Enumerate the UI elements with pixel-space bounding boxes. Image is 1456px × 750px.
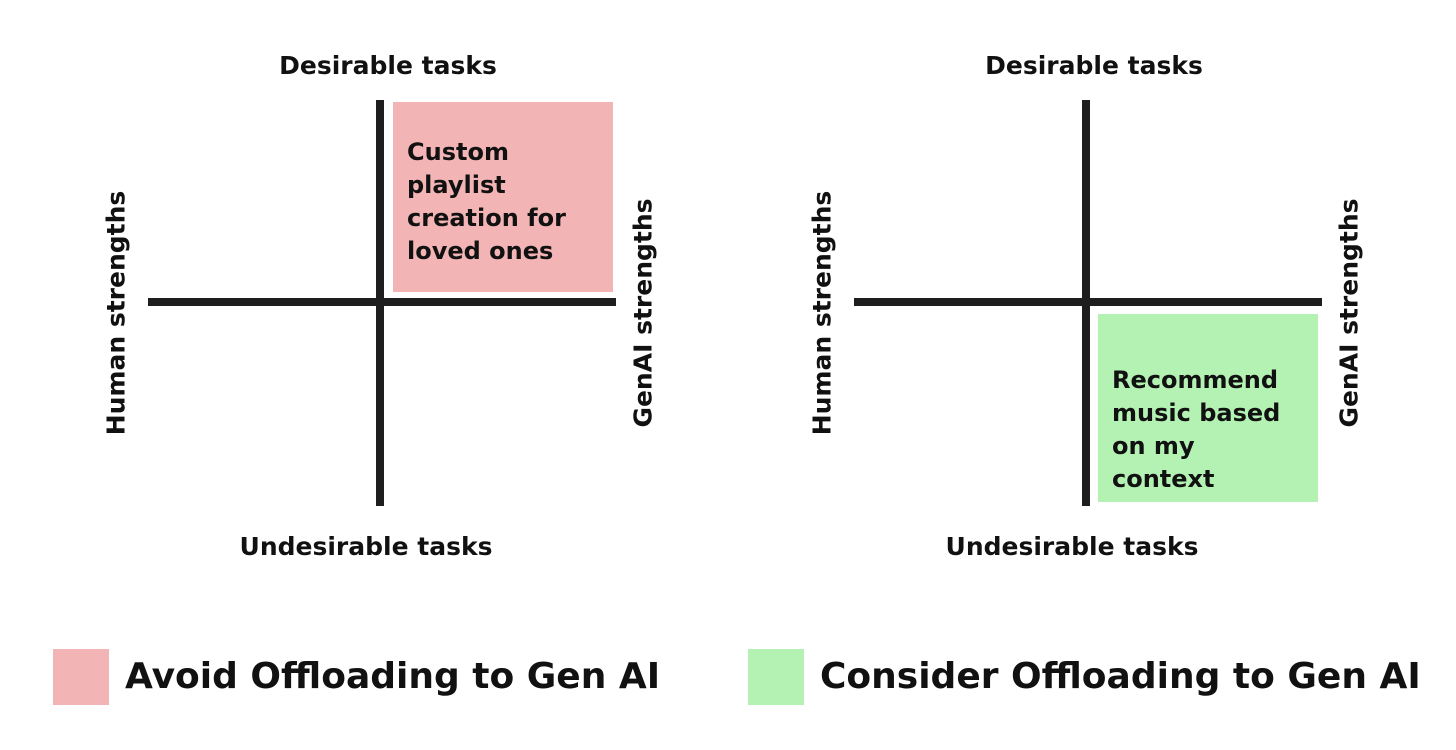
left-axis-label: Human strengths bbox=[101, 190, 131, 436]
pink-swatch bbox=[53, 649, 109, 705]
left-quadrant-diagram: Desirable tasks Human strengths GenAI st… bbox=[0, 0, 728, 600]
highlight-box-top-right: Custom playlist creation for loved ones bbox=[393, 102, 613, 292]
right-quadrant-diagram: Desirable tasks Human strengths GenAI st… bbox=[706, 0, 1434, 600]
right-axis-label: GenAI strengths bbox=[1334, 198, 1364, 428]
top-axis-label: Desirable tasks bbox=[985, 51, 1203, 80]
highlight-box-bottom-right: Recommend music based on my context bbox=[1098, 314, 1318, 502]
legend-label: Avoid Offloading to Gen AI bbox=[125, 656, 661, 697]
vertical-axis bbox=[1082, 100, 1090, 506]
bottom-axis-label: Undesirable tasks bbox=[945, 532, 1199, 561]
top-axis-label: Desirable tasks bbox=[279, 51, 497, 80]
vertical-axis bbox=[376, 100, 384, 506]
legend-item-consider: Consider Offloading to Gen AI bbox=[748, 648, 1421, 706]
right-axis-label: GenAI strengths bbox=[628, 198, 658, 428]
legend-label: Consider Offloading to Gen AI bbox=[820, 656, 1421, 697]
green-swatch bbox=[748, 649, 804, 705]
left-axis-label: Human strengths bbox=[807, 190, 837, 436]
bottom-axis-label: Undesirable tasks bbox=[239, 532, 493, 561]
legend-item-avoid: Avoid Offloading to Gen AI bbox=[53, 648, 660, 706]
